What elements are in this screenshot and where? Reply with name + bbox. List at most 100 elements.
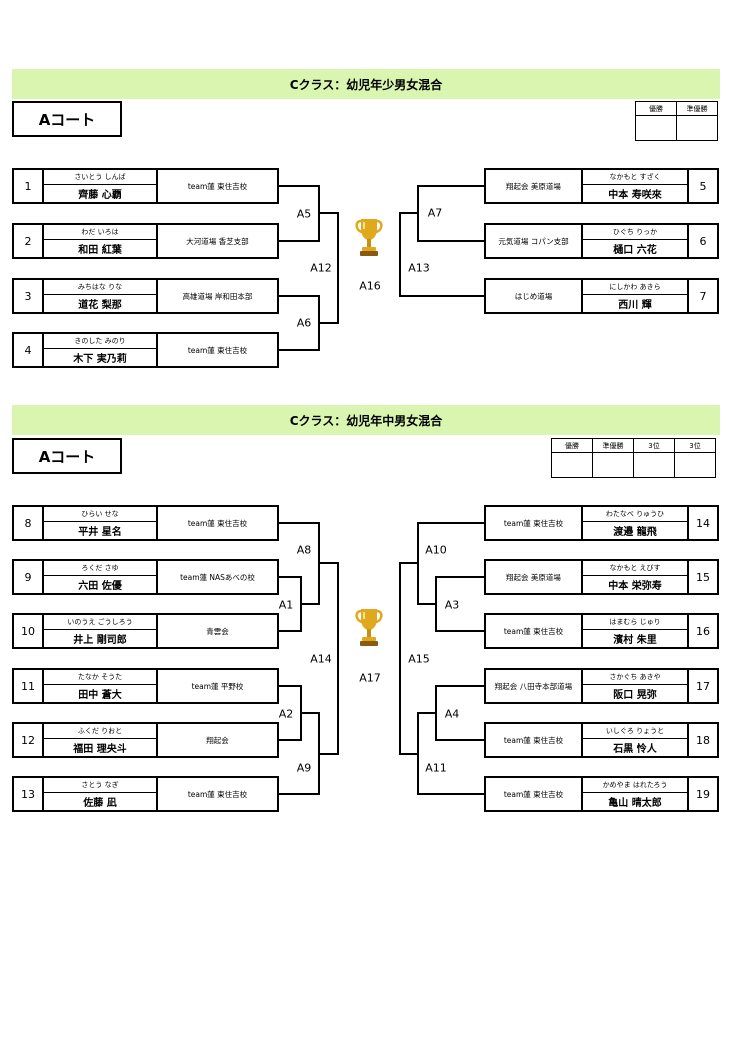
bracket-entry: 12 ふくだ りおと福田 理央斗 翔起会	[12, 722, 279, 758]
entry-team: はじめ道場	[514, 291, 553, 301]
result-cell[interactable]	[633, 452, 675, 478]
entry-kana: さとう なぎ	[44, 778, 156, 793]
entry-seed: 17	[687, 670, 717, 702]
match-label: A13	[408, 261, 430, 275]
bracket-entry: 2 わだ いろは和田 紅葉 大河道場 香芝支部	[12, 223, 279, 259]
entry-kana: わだ いろは	[44, 225, 156, 240]
result-header: 3位	[674, 438, 716, 453]
result-cell[interactable]	[676, 115, 718, 141]
entry-team: team蓮 東住吉校	[187, 518, 248, 528]
result-header: 3位	[633, 438, 675, 453]
section2-result-table: 優勝 準優勝 3位 3位	[551, 438, 716, 478]
result-cell[interactable]	[674, 452, 716, 478]
match-label: A6	[296, 316, 312, 330]
entry-name: 木下 実乃莉	[73, 354, 127, 365]
entry-team: team蓮 東住吉校	[503, 518, 564, 528]
entry-kana: さかぐち あきや	[583, 670, 687, 685]
entry-kana: さいとう しんば	[44, 170, 156, 185]
match-label: A12	[310, 261, 332, 275]
entry-name: 渡邉 龍飛	[613, 527, 657, 538]
entry-name: 道花 梨那	[78, 300, 122, 311]
entry-name: 六田 佐優	[78, 581, 122, 592]
entry-team: team蓮 NASあべの校	[180, 572, 255, 582]
entry-name: 西川 輝	[618, 300, 652, 311]
entry-name: 平井 星名	[78, 527, 122, 538]
entry-kana: きのした みのり	[44, 334, 156, 349]
bracket-entry: team蓮 東住吉校 わたなべ りゅうひ渡邉 龍飛 14	[484, 505, 719, 541]
entry-kana: ろくだ さゆ	[44, 561, 156, 576]
entry-team: team蓮 東住吉校	[503, 626, 564, 636]
match-label: A4	[444, 707, 460, 721]
bracket-entry: 3 みちはな りな道花 梨那 高雄道場 岸和田本部	[12, 278, 279, 314]
entry-team: 翔起会	[206, 735, 229, 745]
match-label: A14	[310, 652, 332, 666]
trophy-icon	[355, 219, 383, 256]
match-label: A1	[278, 598, 294, 612]
bracket-entry: 1 さいとう しんば齊藤 心覇 team蓮 東住吉校	[12, 168, 279, 204]
entry-kana: いしぐろ りょうと	[583, 724, 687, 739]
match-label: A11	[425, 761, 447, 775]
result-header: 優勝	[551, 438, 593, 453]
entry-team: team蓮 東住吉校	[503, 735, 564, 745]
entry-team: 高雄道場 岸和田本部	[182, 291, 253, 301]
entry-name: 井上 剛司郎	[73, 635, 127, 646]
entry-team: team蓮 東住吉校	[187, 789, 248, 799]
entry-seed: 14	[687, 507, 717, 539]
entry-seed: 13	[14, 778, 44, 810]
result-cell[interactable]	[551, 452, 593, 478]
bracket-entry: 8 ひらい せな平井 星名 team蓮 東住吉校	[12, 505, 279, 541]
entry-seed: 3	[14, 280, 44, 312]
match-label: A15	[408, 652, 430, 666]
entry-seed: 4	[14, 334, 44, 366]
trophy-icon	[355, 609, 383, 646]
bracket-entry: 9 ろくだ さゆ六田 佐優 team蓮 NASあべの校	[12, 559, 279, 595]
entry-team: 翔起会 美原道場	[506, 572, 561, 582]
entry-team: team蓮 東住吉校	[187, 345, 248, 355]
match-label: A3	[444, 598, 460, 612]
entry-name: 樋口 六花	[613, 245, 657, 256]
entry-seed: 11	[14, 670, 44, 702]
bracket-entry: はじめ道場 にしかわ あきら西川 輝 7	[484, 278, 719, 314]
bracket-entry: 元気道場 コパン支部 ひぐち りっか樋口 六花 6	[484, 223, 719, 259]
entry-kana: なかもと すざく	[583, 170, 687, 185]
entry-kana: いのうえ ごうしろう	[44, 615, 156, 630]
entry-team: 青雲会	[206, 626, 229, 636]
match-label: A2	[278, 707, 294, 721]
section1-court-label: Aコート	[12, 101, 122, 137]
result-cell[interactable]	[592, 452, 634, 478]
entry-seed: 10	[14, 615, 44, 647]
result-header: 準優勝	[592, 438, 634, 453]
entry-seed: 18	[687, 724, 717, 756]
section2-title: Cクラス：幼児年中男女混合	[12, 405, 720, 435]
entry-team: 翔起会 美原道場	[506, 181, 561, 191]
entry-seed: 16	[687, 615, 717, 647]
match-label: A8	[296, 543, 312, 557]
entry-team: team蓮 東住吉校	[503, 789, 564, 799]
entry-kana: わたなべ りゅうひ	[583, 507, 687, 522]
bracket-entry: 4 きのした みのり木下 実乃莉 team蓮 東住吉校	[12, 332, 279, 368]
match-label: A10	[425, 543, 447, 557]
entry-name: 中本 寿咲來	[608, 190, 662, 201]
entry-seed: 7	[687, 280, 717, 312]
bracket-entry: 10 いのうえ ごうしろう井上 剛司郎 青雲会	[12, 613, 279, 649]
entry-seed: 15	[687, 561, 717, 593]
entry-name: 福田 理央斗	[73, 744, 127, 755]
entry-team: team蓮 東住吉校	[187, 181, 248, 191]
entry-name: 石黒 怜人	[613, 744, 657, 755]
entry-kana: はまむら じゅり	[583, 615, 687, 630]
section2-court-label: Aコート	[12, 438, 122, 474]
entry-kana: ひぐち りっか	[583, 225, 687, 240]
entry-kana: ひらい せな	[44, 507, 156, 522]
entry-seed: 2	[14, 225, 44, 257]
section1-result-table: 優勝 準優勝	[635, 101, 718, 141]
entry-name: 濱村 朱里	[613, 635, 657, 646]
entry-seed: 1	[14, 170, 44, 202]
bracket-entry: team蓮 東住吉校 はまむら じゅり濱村 朱里 16	[484, 613, 719, 649]
entry-seed: 12	[14, 724, 44, 756]
entry-team: 元気道場 コパン支部	[498, 236, 569, 246]
match-label: A9	[296, 761, 312, 775]
entry-kana: たなか そうた	[44, 670, 156, 685]
entry-name: 阪口 晃弥	[613, 690, 657, 701]
bracket-entry: team蓮 東住吉校 かめやま はれたろう亀山 晴太郎 19	[484, 776, 719, 812]
